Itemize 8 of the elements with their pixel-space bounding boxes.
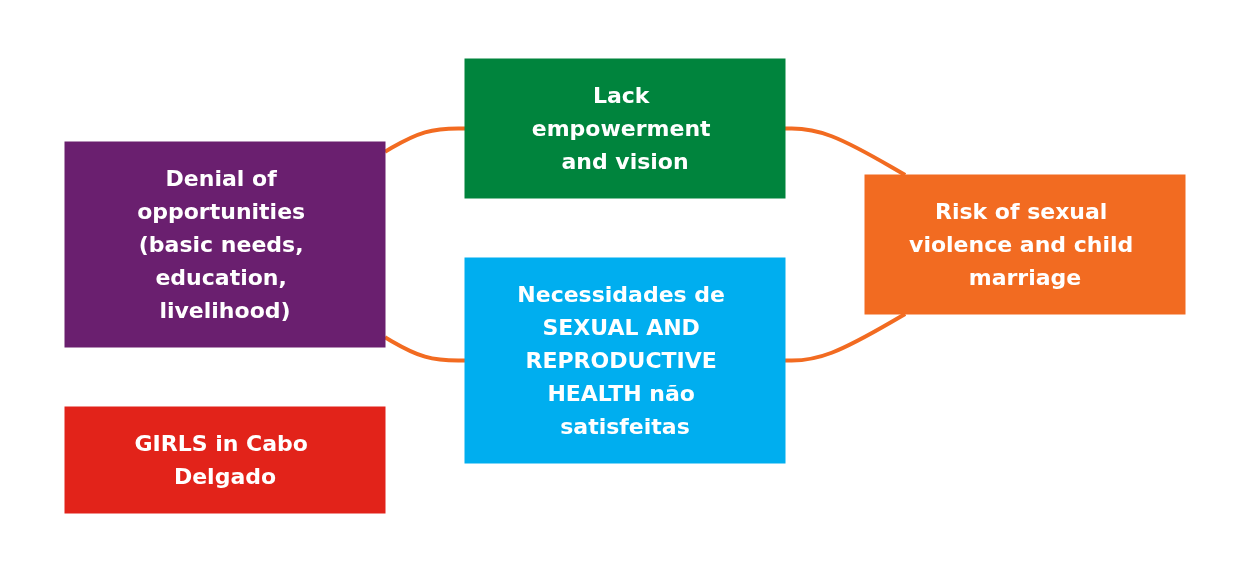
node-box: Necessidades de SEXUAL AND REPRODUCTIVE HEALTH não satisfeitas [464,257,786,464]
connector [384,335,465,363]
node-box: Denial of opportunities (basic needs, education, livelihood) [64,141,386,348]
node-box: GIRLS in Cabo Delgado [64,406,386,514]
connector [384,126,465,154]
node-box: Lack empowerment and vision [464,58,786,199]
connector [785,126,907,177]
node-box: Risk of sexual violence and child marriage [864,174,1186,315]
